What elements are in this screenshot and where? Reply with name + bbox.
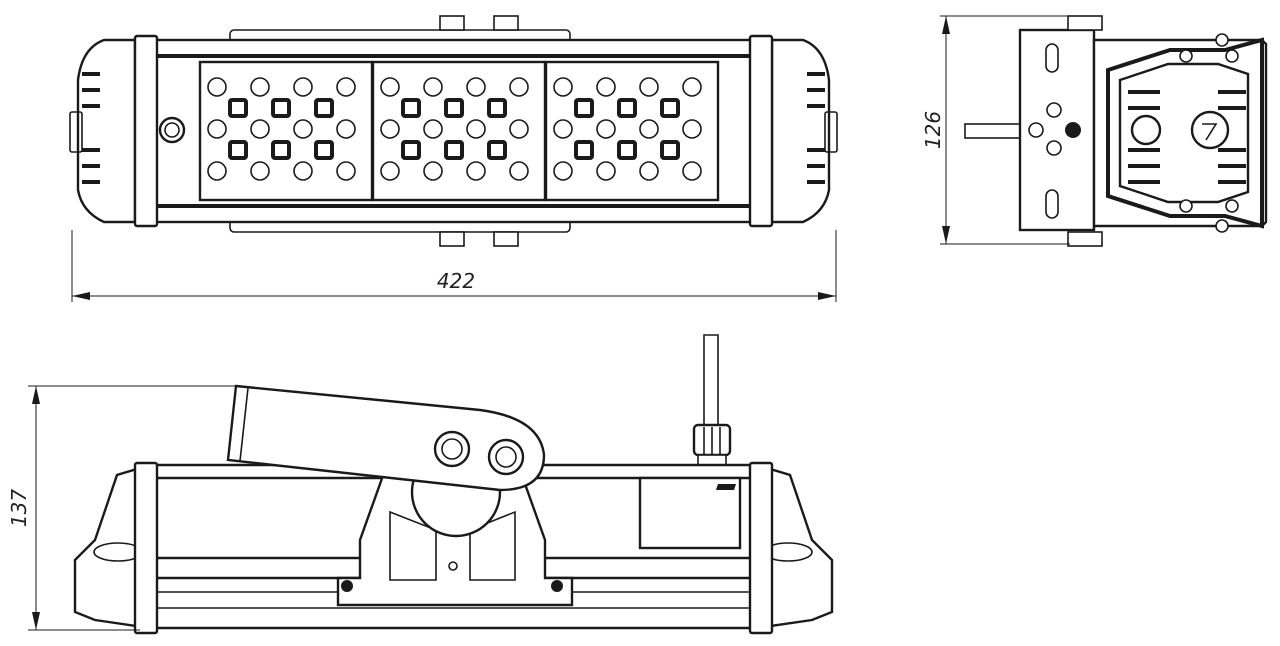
led-grid: [207, 77, 702, 181]
led-lens-icon: [336, 161, 356, 181]
end-view-bracket: [1018, 28, 1096, 232]
led-lens-icon: [207, 119, 227, 139]
led-lens-icon: [466, 161, 486, 181]
led-chip-icon: [228, 98, 248, 118]
led-chip-icon: [660, 98, 680, 118]
right-clamp: [748, 34, 774, 228]
led-chip-icon: [574, 140, 594, 160]
top-view-left-cap: [69, 38, 137, 224]
led-lens-icon: [639, 77, 659, 97]
led-lens-icon: [553, 119, 573, 139]
width-dimension-label: 422: [437, 269, 475, 293]
led-lens-icon: [250, 161, 270, 181]
led-lens-icon: [596, 161, 616, 181]
left-clamp: [133, 34, 159, 228]
end-view-cable: [964, 123, 1022, 139]
height-dimension-label: 137: [7, 489, 31, 527]
led-chip-icon: [271, 98, 291, 118]
cable-gland-side: [692, 423, 732, 466]
led-lens-icon: [423, 119, 443, 139]
led-chip-icon: [314, 140, 334, 160]
height-dimension: 137: [7, 385, 236, 631]
led-lens-icon: [380, 119, 400, 139]
mounting-bracket-base: [336, 468, 574, 607]
led-lens-icon: [553, 161, 573, 181]
top-view-bolts: [439, 15, 519, 247]
led-lens-icon: [293, 119, 313, 139]
led-lens-icon: [380, 161, 400, 181]
led-lens-icon: [207, 161, 227, 181]
led-lens-icon: [336, 119, 356, 139]
led-chip-icon: [617, 98, 637, 118]
led-lens-icon: [509, 119, 529, 139]
led-lens-icon: [509, 161, 529, 181]
led-modules: [198, 60, 720, 202]
led-chip-icon: [487, 98, 507, 118]
tilt-bracket-arm: [226, 384, 546, 492]
led-lens-icon: [466, 119, 486, 139]
top-view: 422: [69, 15, 838, 302]
depth-dimension: 126: [921, 15, 1070, 245]
side-view-cable: [703, 334, 719, 426]
led-lens-icon: [293, 161, 313, 181]
led-lens-icon: [682, 77, 702, 97]
led-lens-icon: [682, 119, 702, 139]
led-lens-icon: [596, 119, 616, 139]
depth-dimension-label: 126: [921, 111, 945, 149]
led-lens-icon: [423, 77, 443, 97]
led-chip-icon: [444, 98, 464, 118]
led-lens-icon: [682, 161, 702, 181]
led-lens-icon: [639, 161, 659, 181]
led-lens-icon: [423, 161, 443, 181]
led-chip-icon: [574, 98, 594, 118]
led-chip-icon: [271, 140, 291, 160]
end-view: 126: [921, 15, 1268, 247]
side-view: 137: [7, 334, 834, 635]
led-lens-icon: [596, 77, 616, 97]
led-chip-icon: [444, 140, 464, 160]
led-chip-icon: [617, 140, 637, 160]
led-lens-icon: [639, 119, 659, 139]
led-lens-icon: [380, 77, 400, 97]
led-chip-icon: [660, 140, 680, 160]
led-lens-icon: [250, 119, 270, 139]
led-lens-icon: [336, 77, 356, 97]
top-view-right-cap: [770, 38, 838, 224]
led-chip-icon: [401, 140, 421, 160]
led-lens-icon: [509, 77, 529, 97]
led-lens-icon: [207, 77, 227, 97]
led-chip-icon: [314, 98, 334, 118]
led-chip-icon: [401, 98, 421, 118]
led-lens-icon: [553, 77, 573, 97]
led-chip-icon: [228, 140, 248, 160]
led-lens-icon: [293, 77, 313, 97]
led-chip-icon: [487, 140, 507, 160]
led-lens-icon: [466, 77, 486, 97]
led-lens-icon: [250, 77, 270, 97]
cable-gland-icon: [158, 116, 186, 144]
width-dimension: 422: [71, 230, 837, 302]
